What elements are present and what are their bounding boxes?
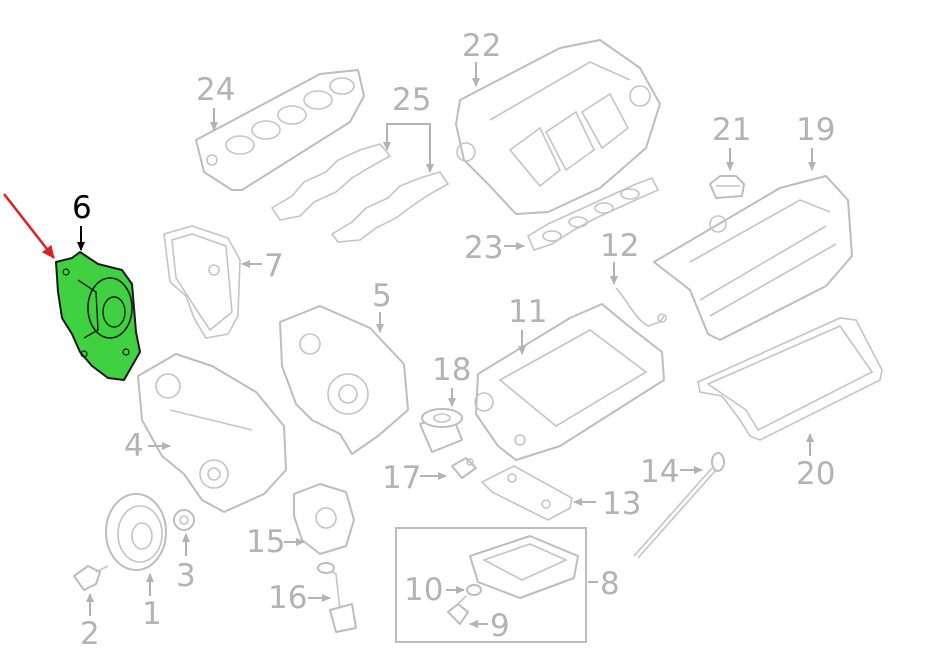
callout-7-label: 7 [264, 248, 284, 284]
drain-plug-washer-part[interactable] [466, 584, 482, 596]
callout-9-label: 9 [490, 608, 510, 644]
callout-8-label: 8 [600, 566, 620, 602]
oil-level-sensor-part[interactable] [615, 287, 667, 327]
callout-22-label: 22 [462, 28, 501, 64]
intake-plenum-part[interactable] [455, 39, 661, 215]
callout-1-label: 1 [142, 596, 162, 632]
valve-cover-gasket-part[interactable] [697, 317, 883, 441]
callout-15-label: 15 [246, 524, 285, 560]
front-crank-seal-part[interactable] [173, 509, 195, 531]
highlight-pointer-arrow [3, 193, 55, 259]
callout-4-label: 4 [124, 428, 144, 464]
oil-pan-kit-box [395, 527, 587, 643]
callout-24-label: 24 [196, 72, 235, 108]
callout-14-label: 14 [640, 454, 679, 490]
highlighted-timing-chain-cover-part[interactable] [55, 251, 141, 381]
callout-11-label: 11 [508, 294, 547, 330]
front-timing-cover-part[interactable] [137, 353, 287, 513]
rear-timing-cover-part[interactable] [279, 305, 409, 455]
oil-pickup-part[interactable] [317, 562, 357, 633]
oil-pump-part[interactable] [293, 483, 355, 555]
intake-gasket-part[interactable] [270, 143, 450, 243]
callout-19-label: 19 [796, 112, 835, 148]
callout-21-label: 21 [712, 112, 751, 148]
callout-5-label: 5 [372, 278, 392, 314]
oil-filler-cap-part[interactable] [709, 175, 745, 199]
callout-16-label: 16 [268, 580, 307, 616]
callout-10-label: 10 [404, 572, 443, 608]
oil-filter-part[interactable] [419, 408, 463, 453]
callout-20-label: 20 [796, 456, 835, 492]
callout-17-label: 17 [382, 460, 421, 496]
lower-intake-manifold-part[interactable] [195, 69, 365, 191]
callout-3-label: 3 [176, 558, 196, 594]
oil-strainer-part[interactable] [480, 465, 573, 521]
callout-25-leader [386, 123, 431, 168]
crankshaft-pulley-part[interactable] [105, 493, 167, 571]
timing-cover-gasket-part[interactable] [163, 225, 241, 339]
callout-2-label: 2 [80, 616, 100, 652]
upper-oil-pan-part[interactable] [474, 303, 665, 461]
lower-oil-pan-part[interactable] [469, 535, 579, 599]
oil-dipstick-part[interactable] [633, 452, 725, 559]
oil-pressure-sensor-part[interactable] [451, 457, 477, 479]
callout-6-label: 6 [72, 190, 92, 226]
drain-plug-part[interactable] [447, 595, 469, 625]
callout-12-label: 12 [600, 228, 639, 264]
pulley-bolt-part[interactable] [73, 565, 109, 591]
callout-18-label: 18 [432, 352, 471, 388]
plenum-gasket-part[interactable] [526, 176, 660, 251]
callout-13-label: 13 [602, 486, 641, 522]
callout-25-label: 25 [392, 82, 431, 118]
valve-cover-part[interactable] [653, 175, 853, 341]
callout-23-label: 23 [464, 230, 503, 266]
